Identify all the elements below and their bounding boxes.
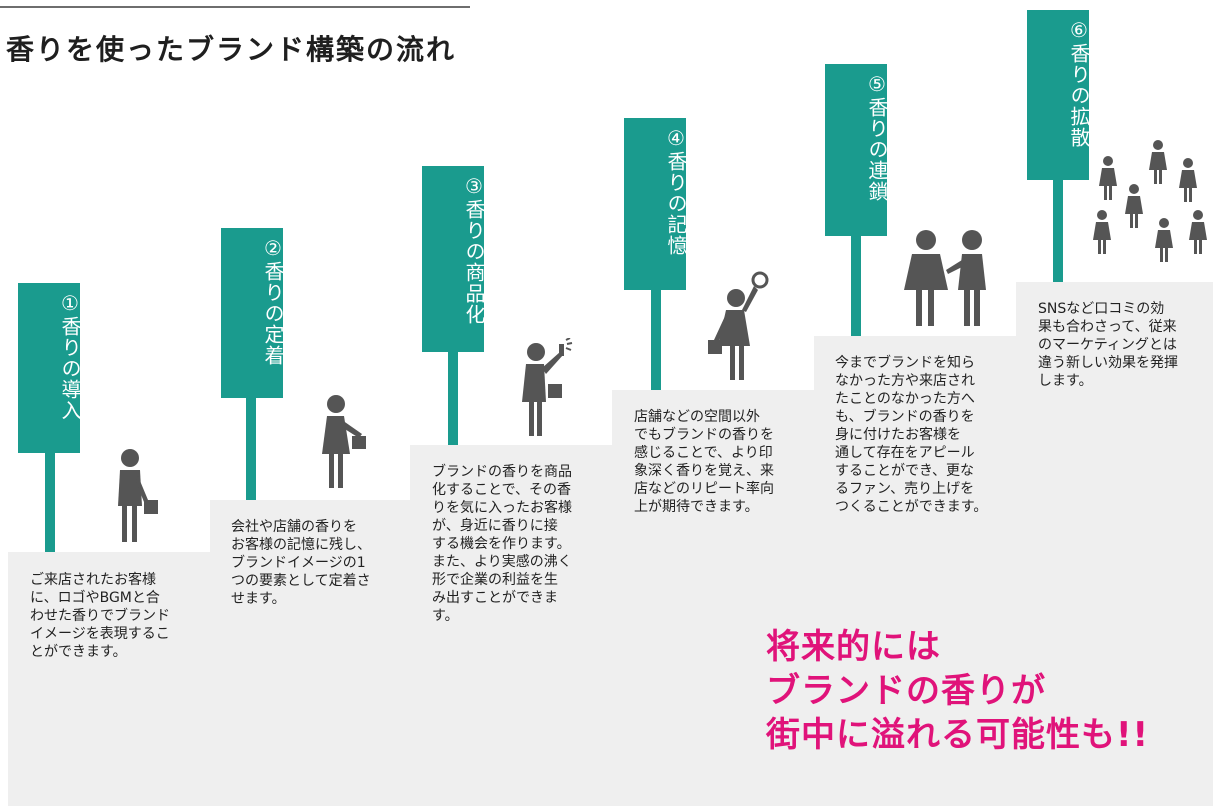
step-5-description: 今までブランドを知ら なかった方や来店され たことのなかった方へ も、ブランドの… — [835, 354, 1010, 516]
person-with-bag-icon — [118, 449, 158, 542]
step-3-text: ブランドの香りを商品 化することで、その香 りを気に入ったお客様 が、身近に香り… — [432, 464, 572, 624]
step-bg-4 — [612, 390, 814, 806]
step-2-label: ②香りの定着 — [261, 236, 285, 366]
step-6-pole — [1053, 178, 1063, 282]
step-bg-5 — [814, 336, 1016, 806]
title-rule — [0, 6, 470, 8]
step-5-label: ⑤香りの連鎖 — [865, 72, 889, 202]
step-6-text: SNSなど口コミの効 果も合わさって、従来 のマーケティングとは 違う新しい効果… — [1038, 301, 1178, 389]
step-5-flag: ⑤香りの連鎖 — [825, 64, 889, 236]
step-6-flag: ⑥香りの拡散 — [1027, 10, 1091, 180]
person-carrying-bag-icon — [322, 395, 366, 488]
page-title: 香りを使ったブランド構築の流れ — [6, 33, 457, 66]
future-message-line-2: ブランドの香りが — [766, 671, 1046, 711]
step-6-description: SNSなど口コミの効 果も合わさって、従来 のマーケティングとは 違う新しい効果… — [1038, 300, 1208, 390]
step-2-flag: ②香りの定着 — [221, 228, 285, 398]
step-4-pole — [651, 290, 661, 390]
step-bg-1 — [8, 552, 210, 806]
step-1-text: ご来店されたお客様 に、ロゴやBGMと合 わせた香りでブランド イメージを表現す… — [30, 572, 170, 660]
step-6-label: ⑥香りの拡散 — [1067, 18, 1091, 148]
step-4-label: ④香りの記憶 — [664, 126, 688, 256]
step-4-description: 店舗などの空間以外 でもブランドの香りを 感じることで、より印 象深く香りを覚え… — [634, 408, 804, 516]
future-message-line-3: 街中に溢れる可能性も!! — [766, 715, 1150, 755]
step-4-flag: ④香りの記憶 — [624, 118, 688, 290]
person-holding-strap-icon — [708, 271, 769, 380]
step-1-label: ①香りの導入 — [58, 291, 82, 421]
step-3-description: ブランドの香りを商品 化することで、その香 りを気に入ったお客様 が、身近に香り… — [432, 463, 602, 625]
person-spraying-perfume-icon — [522, 338, 573, 436]
step-bg-6 — [1016, 282, 1213, 806]
future-message: 将来的には ブランドの香りが 街中に溢れる可能性も!! — [766, 625, 1149, 757]
step-5-text: 今までブランドを知ら なかった方や来店され たことのなかった方へ も、ブランドの… — [835, 355, 988, 515]
step-2-description: 会社や店舗の香りを お客様の記憶に残し、 ブランドイメージの1 つの要素として定… — [231, 518, 401, 608]
step-1-description: ご来店されたお客様 に、ロゴやBGMと合 わせた香りでブランド イメージを表現す… — [30, 571, 200, 661]
step-1-pole — [45, 450, 55, 552]
step-5-pole — [851, 234, 861, 336]
future-message-line-1: 将来的には — [766, 627, 941, 667]
step-2-text: 会社や店舗の香りを お客様の記憶に残し、 ブランドイメージの1 つの要素として定… — [231, 519, 371, 607]
step-3-label: ③香りの商品化 — [462, 174, 486, 325]
step-1-flag: ①香りの導入 — [18, 283, 82, 453]
step-4-text: 店舗などの空間以外 でもブランドの香りを 感じることで、より印 象深く香りを覚え… — [634, 409, 774, 515]
step-3-flag: ③香りの商品化 — [422, 166, 486, 352]
step-3-pole — [448, 350, 458, 445]
step-bg-3 — [410, 445, 612, 806]
step-bg-2 — [210, 500, 412, 806]
step-2-pole — [246, 395, 256, 500]
two-people-talking-icon — [904, 230, 986, 326]
crowd-of-people-icon — [1093, 140, 1207, 262]
